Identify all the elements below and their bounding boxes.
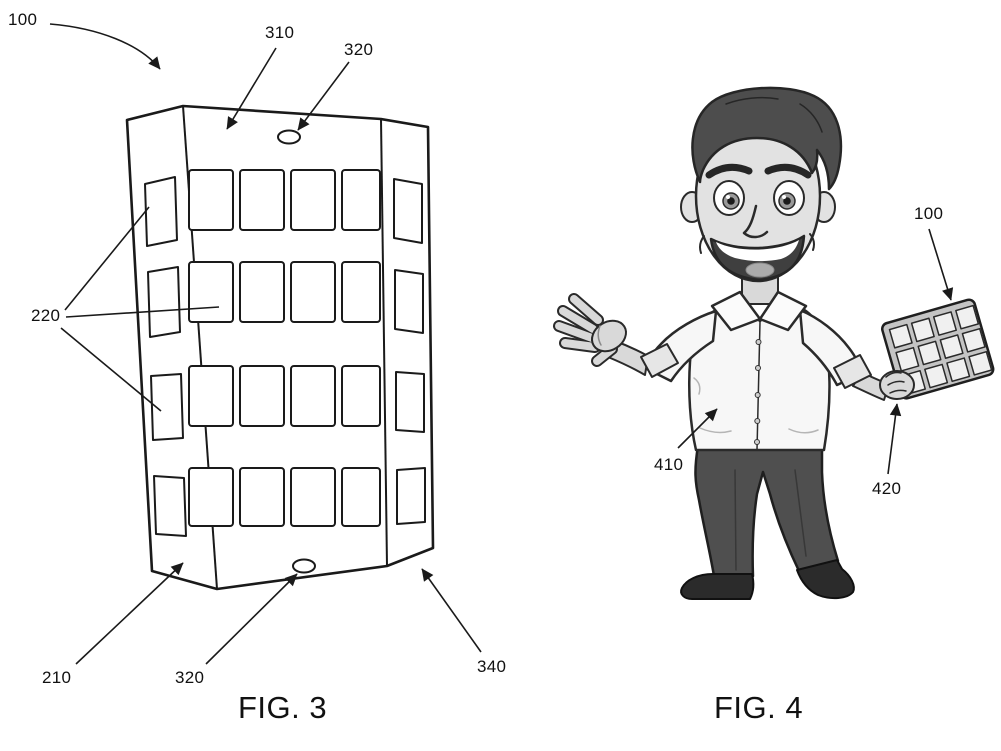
center-key-grid	[188, 169, 381, 527]
leader-220-c	[60, 327, 162, 412]
right-flap-keys	[393, 178, 426, 525]
right-hand-fingers	[885, 371, 907, 394]
teeth	[716, 240, 799, 262]
fig3-ref-100-label: 100	[8, 10, 38, 29]
leader-410	[677, 408, 718, 449]
left-cuff	[640, 343, 679, 378]
leader-320-top	[297, 61, 350, 131]
bottom-hole	[292, 558, 316, 574]
leader-220-a	[64, 206, 150, 311]
fig3-ref-340-label: 340	[477, 657, 507, 676]
fig4-ref-410-label: 410	[654, 455, 684, 474]
right-shoe	[796, 559, 855, 600]
fig3-ref-220-label: 220	[31, 306, 61, 325]
leader-420	[887, 403, 902, 475]
fig4-caption: FIG. 4	[714, 690, 804, 725]
fig3-caption: FIG. 3	[238, 690, 328, 725]
left-shoe	[680, 573, 755, 600]
fig3-device	[125, 104, 435, 591]
fig3-ref-320-bottom-label: 320	[175, 668, 205, 687]
leader-210	[75, 562, 184, 665]
leader-100-fig4	[928, 228, 954, 301]
shirt-buttons	[754, 339, 762, 445]
right-hand	[879, 370, 915, 400]
fig3-ref-320-top-label: 320	[344, 40, 374, 59]
smile-creases	[699, 233, 815, 254]
held-device	[881, 298, 995, 400]
shirt-wrinkles	[693, 377, 819, 434]
hair	[691, 86, 843, 191]
fig4-ref-100-label: 100	[914, 204, 944, 223]
nose	[742, 204, 769, 239]
leader-320-bottom	[205, 573, 298, 665]
fig4-ref-420-label: 420	[872, 479, 902, 498]
collar-right	[758, 290, 808, 332]
leader-310	[226, 47, 277, 130]
right-cuff	[833, 354, 872, 389]
hair-streaks	[725, 96, 823, 133]
fold-line-right	[380, 118, 388, 567]
open-hand	[553, 293, 627, 367]
eyebrows	[705, 163, 812, 179]
eyes	[713, 180, 805, 216]
tongue	[745, 262, 775, 278]
leader-340	[421, 568, 482, 653]
fig3-ref-310-label: 310	[265, 23, 295, 42]
fig4-leader-lines	[677, 228, 954, 475]
leader-220-b	[65, 306, 220, 318]
left-flap-keys	[144, 176, 187, 537]
pants	[694, 444, 840, 578]
fig4-character	[553, 86, 995, 600]
pants-creases	[734, 469, 807, 571]
top-hole	[277, 129, 301, 145]
fig3-leader-lines	[49, 23, 482, 665]
leader-100-fig3	[49, 23, 161, 70]
fig3-ref-210-label: 210	[42, 668, 72, 687]
